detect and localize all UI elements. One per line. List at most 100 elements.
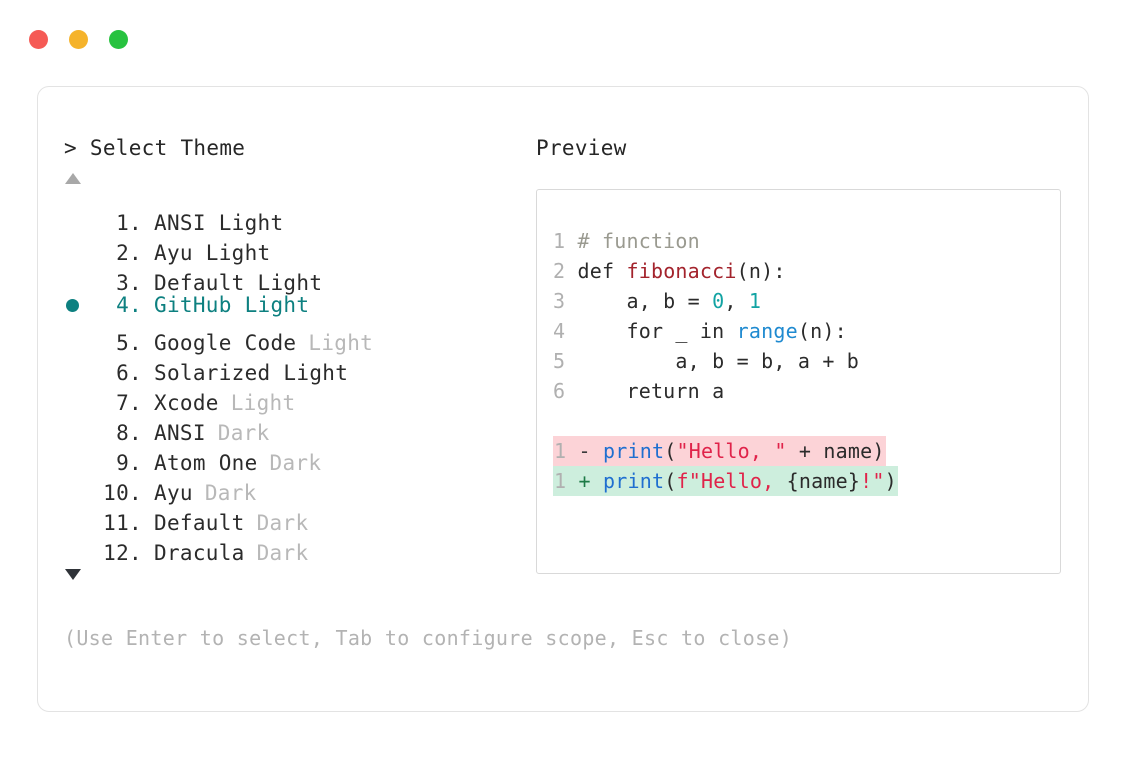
list-item-label: Solarized Light	[154, 361, 349, 385]
list-item-index: 9.	[116, 451, 142, 475]
theme-list[interactable]: 1. ANSI Light 2. Ayu Light 3. Default Li…	[64, 200, 534, 565]
list-item[interactable]: 2. Ayu Light	[64, 230, 534, 265]
list-item-variant: Dark	[256, 541, 309, 565]
line-number: 1	[554, 439, 567, 463]
code-line: 4 for _ in range(n):	[553, 316, 1060, 346]
theme-list-panel: > Select Theme 1. ANSI Light 2. Ayu Ligh…	[64, 135, 534, 580]
list-item-label: Xcode	[154, 391, 219, 415]
code-token-plain: (	[664, 469, 677, 493]
list-item-index: 4.	[116, 293, 142, 317]
code-token-plain: )	[884, 469, 897, 493]
code-token-plain: ,	[724, 289, 749, 313]
triangle-up-icon[interactable]	[65, 173, 81, 184]
selection-indicator	[64, 380, 92, 410]
list-item-index: 6.	[116, 361, 142, 385]
triangle-down-icon[interactable]	[65, 569, 81, 580]
list-item-label: ANSI Light	[154, 211, 284, 235]
list-item[interactable]: 5. Google Code Light	[64, 320, 534, 355]
code-line: 1 # function	[553, 226, 1060, 256]
code-token-number: 0	[712, 289, 725, 313]
list-item[interactable]: 3. Default Light	[64, 260, 534, 295]
list-item-variant: Light	[308, 331, 374, 355]
list-item[interactable]: 9. Atom One Dark	[64, 440, 534, 475]
list-item-label: Default	[154, 511, 245, 535]
list-item[interactable]: 12. Dracula Dark	[64, 530, 534, 565]
line-number: 3	[553, 289, 566, 313]
code-token-plain: a, b =	[577, 289, 713, 313]
code-token-interp: {name}	[786, 469, 861, 493]
code-token-plain: (n):	[736, 259, 786, 283]
list-item-variant: Dark	[256, 511, 309, 535]
list-item-index: 10.	[103, 481, 142, 505]
code-token-plain: + name)	[786, 439, 885, 463]
selection-indicator	[64, 410, 92, 440]
line-number: 6	[553, 379, 566, 403]
minimize-button[interactable]	[69, 30, 88, 49]
list-item[interactable]: 10. Ayu Dark	[64, 470, 534, 505]
list-item[interactable]: 7. Xcode Light	[64, 380, 534, 415]
selection-indicator	[64, 440, 92, 470]
list-item-label: Default Light	[154, 271, 323, 295]
window-controls	[29, 30, 128, 49]
theme-picker-card: > Select Theme 1. ANSI Light 2. Ayu Ligh…	[37, 86, 1089, 712]
code-line: 3 a, b = 0, 1	[553, 286, 1060, 316]
selection-indicator	[64, 470, 92, 500]
code-token-keyword: def	[577, 259, 627, 283]
code-token-builtin: range	[736, 319, 798, 343]
diff-removed-highlight: 1 - print("Hello, " + name)	[553, 436, 886, 466]
diff-line-added: 1 + print(f"Hello, {name}!")	[553, 466, 1060, 496]
preview-label: Preview	[536, 136, 627, 160]
list-item-variant: Dark	[269, 451, 322, 475]
diff-sign-minus: -	[578, 439, 591, 463]
list-item-index: 2.	[116, 241, 142, 265]
page-title: > Select Theme	[64, 136, 246, 160]
code-line: 5 a, b = b, a + b	[553, 346, 1060, 376]
diff-line-removed: 1 - print("Hello, " + name)	[553, 436, 1060, 466]
keyboard-hint: (Use Enter to select, Tab to configure s…	[64, 626, 793, 650]
code-token-comment: # function	[577, 229, 700, 253]
list-item-label: ANSI	[154, 421, 206, 445]
line-number: 4	[553, 319, 566, 343]
list-item-index: 3.	[116, 271, 142, 295]
list-item-label: Google Code	[154, 331, 297, 355]
selection-indicator	[64, 500, 92, 530]
code-token-plain: return a	[577, 379, 725, 403]
code-token-string: "Hello, "	[676, 439, 787, 463]
line-number: 5	[553, 349, 566, 373]
list-item-label: Dracula	[154, 541, 245, 565]
list-item-index: 11.	[103, 511, 142, 535]
list-item-index: 5.	[116, 331, 142, 355]
list-item-label: Ayu Light	[154, 241, 271, 265]
list-item-selected[interactable]: 4. GitHub Light	[64, 290, 534, 320]
list-item-variant: Light	[230, 391, 296, 415]
diff-block: 1 - print("Hello, " + name) 1 + print(f"…	[553, 436, 1060, 496]
code-token-plain: a, b = b, a + b	[577, 349, 860, 373]
code-token-string-end: !"	[860, 469, 885, 493]
maximize-button[interactable]	[109, 30, 128, 49]
code-token-call: print	[603, 439, 665, 463]
bullet-icon	[66, 299, 79, 312]
code-token-number: 1	[748, 289, 762, 313]
list-item[interactable]: 11. Default Dark	[64, 500, 534, 535]
code-preview: 1 # function 2 def fibonacci(n): 3 a, b …	[536, 189, 1061, 574]
line-number: 2	[553, 259, 566, 283]
list-item-index: 1.	[116, 211, 142, 235]
code-token-function: fibonacci	[626, 259, 737, 283]
list-item-variant: Dark	[204, 481, 257, 505]
selection-indicator	[64, 350, 92, 380]
list-item-label: Atom One	[154, 451, 258, 475]
list-item-label: Ayu	[154, 481, 193, 505]
preview-panel: Preview 1 # function 2 def fibonacci(n):…	[536, 135, 1066, 574]
selection-indicator	[64, 200, 92, 230]
code-token-plain: for _ in	[577, 319, 737, 343]
code-line: 2 def fibonacci(n):	[553, 256, 1060, 286]
list-item-index: 7.	[116, 391, 142, 415]
diff-added-highlight: 1 + print(f"Hello, {name}!")	[553, 466, 898, 496]
list-item[interactable]: 1. ANSI Light	[64, 200, 534, 235]
close-button[interactable]	[29, 30, 48, 49]
code-token-string: f"Hello,	[676, 469, 787, 493]
list-item[interactable]: 6. Solarized Light	[64, 350, 534, 385]
selection-indicator	[64, 260, 92, 290]
list-item[interactable]: 8. ANSI Dark	[64, 410, 534, 445]
